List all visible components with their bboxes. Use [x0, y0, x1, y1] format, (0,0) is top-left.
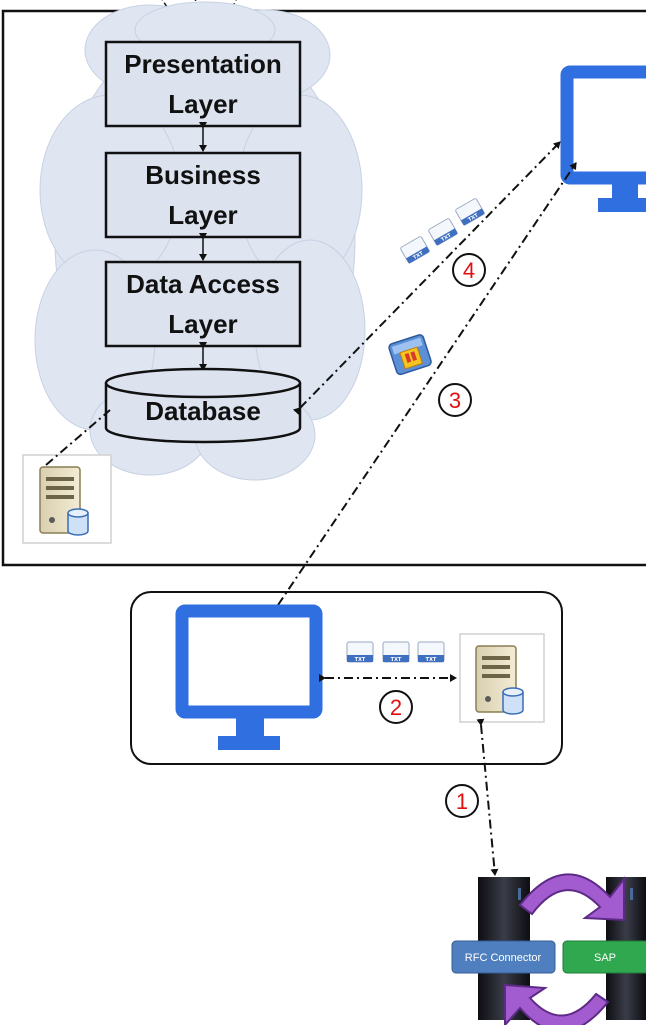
step-4-number: 4	[463, 258, 475, 283]
database-label: Database	[145, 396, 261, 426]
local-server-icon	[459, 633, 545, 723]
txt-files-flow-2: TXT TXT TXT	[346, 641, 445, 663]
txt-file-icon: TXT	[400, 236, 430, 264]
svg-text:TXT: TXT	[391, 657, 402, 663]
txt-file-icon: TXT	[346, 641, 374, 663]
database-cylinder: Database	[104, 367, 302, 444]
txt-file-icon: TXT	[455, 198, 485, 226]
presentation-layer-line2: Layer	[168, 89, 237, 119]
local-monitor-icon	[175, 604, 323, 750]
step-1-badge: 1	[445, 784, 479, 818]
step-2-number: 2	[390, 695, 402, 720]
step-2-badge: 2	[379, 690, 413, 724]
txt-file-icon: TXT	[428, 218, 458, 246]
local-environment-box	[130, 591, 563, 765]
business-layer-box: Business Layer	[104, 151, 302, 239]
sync-arrows-icon	[504, 873, 625, 1025]
svg-text:TXT: TXT	[440, 232, 453, 243]
txt-file-icon: TXT	[382, 641, 410, 663]
rfc-connector-bar	[451, 940, 556, 974]
sap-bar	[562, 940, 646, 974]
flow-1-line	[476, 718, 499, 876]
presentation-layer-line1: Presentation	[124, 49, 282, 79]
step-1-number: 1	[456, 789, 468, 814]
server-cloud-link	[45, 409, 111, 466]
cloud-monitor-icon	[560, 65, 646, 212]
flow-3-line	[271, 162, 577, 613]
sap-server-cluster: RFC Connector SAP	[451, 873, 646, 1025]
step-3-badge: 3	[438, 383, 472, 417]
svg-text:TXT: TXT	[426, 657, 437, 663]
txt-files-flow-4: TXT TXT TXT	[400, 198, 485, 264]
step-4-badge: 4	[452, 253, 486, 287]
rfc-connector-label: RFC Connector	[465, 952, 542, 964]
data-access-layer-line2: Layer	[168, 309, 237, 339]
svg-text:TXT: TXT	[412, 250, 425, 261]
sap-label: SAP	[594, 952, 616, 964]
txt-file-icon: TXT	[417, 641, 445, 663]
package-icon	[388, 334, 432, 376]
svg-text:TXT: TXT	[355, 657, 366, 663]
business-layer-line1: Business	[145, 160, 261, 190]
business-layer-line2: Layer	[168, 200, 237, 230]
presentation-layer-box: Presentation Layer	[104, 40, 302, 128]
step-3-number: 3	[449, 388, 461, 413]
svg-text:TXT: TXT	[467, 212, 480, 223]
data-access-layer-box: Data Access Layer	[104, 260, 302, 348]
data-access-layer-line1: Data Access	[126, 269, 280, 299]
rack-lights	[518, 888, 633, 900]
cloud-server-icon	[22, 454, 112, 544]
